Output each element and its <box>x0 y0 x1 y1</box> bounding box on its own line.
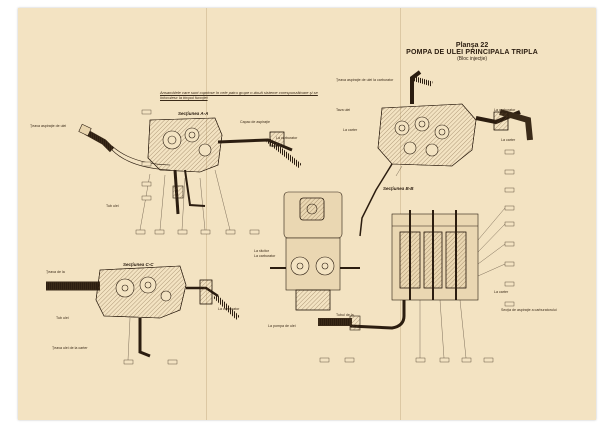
drawing-sheet: Planşa 22 POMPA DE ULEI PRINCIPALA TRIPL… <box>18 8 596 420</box>
callout-label: Tava ulei <box>336 108 351 112</box>
plate-number: Planşa 22 <box>455 42 489 49</box>
callout-label: Capac de aspiraţie <box>240 120 270 124</box>
fold-line <box>206 8 207 420</box>
drawing-subtitle: (Bloc injecţie) <box>457 56 488 62</box>
callout-label: Tub ulei <box>56 316 69 320</box>
drawing-note: Ansamblele care sunt cuprinse în cele pa… <box>160 90 318 100</box>
callout-label: La carburator <box>254 254 276 258</box>
right-top-assembly <box>359 70 533 237</box>
callout-label: Ţeava aspiraţie de ulei <box>30 124 67 128</box>
callout-label: Secţia de aspiraţie a carburatorului <box>501 308 557 312</box>
drawing-title: POMPA DE ULEI PRINCIPALA TRIPLA <box>406 49 538 56</box>
section-label-bb: Secţiunea B-B <box>383 186 414 191</box>
callout-label: Ţeava ulei de la carter <box>52 346 88 350</box>
callout-label: Ţeava de la <box>46 270 65 274</box>
callout-label: Tub ulei <box>106 204 119 208</box>
callout-label: La carburator <box>276 136 298 140</box>
section-label-cc: Secţiunea C-C <box>123 262 154 267</box>
section-bb-assembly <box>318 210 479 331</box>
section-cc-assembly <box>46 265 240 358</box>
callout-label: La carburator <box>494 108 516 112</box>
callout-label: La pompa de ulei <box>268 324 296 328</box>
callout-label: La răcitor <box>254 249 269 253</box>
callout-label: La carter <box>501 138 516 142</box>
callout-label: Ţeava aspiraţie de ulei la carburator <box>336 78 394 82</box>
center-view-assembly <box>270 191 360 311</box>
title-block: Planşa 22 POMPA DE ULEI PRINCIPALA TRIPL… <box>406 42 538 62</box>
callout-label: La carter <box>494 290 509 294</box>
callout-label: La carter <box>343 128 358 132</box>
reference-number-tags <box>123 109 515 365</box>
callout-label: Tubul de la <box>336 313 354 317</box>
section-label-aa: Secţiunea A-A <box>178 111 209 116</box>
section-aa-assembly <box>78 117 302 215</box>
